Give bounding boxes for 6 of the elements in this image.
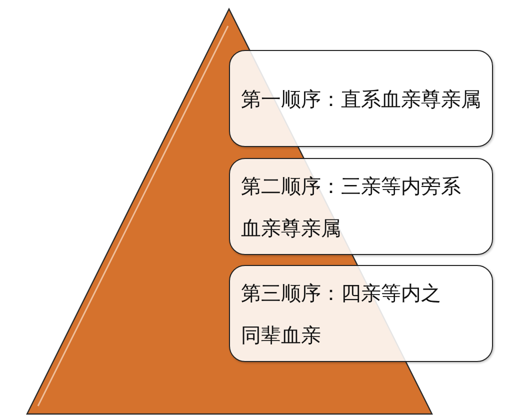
level-card [229,265,493,362]
level-text: 第一顺序：直系血亲尊亲属 [241,86,481,112]
level-text: 第三顺序：四亲等内之同辈血亲 [241,280,442,348]
level-card [229,158,493,255]
level-text: 第二顺序：三亲等内旁系血亲尊亲属 [241,172,462,242]
level-card [229,50,493,147]
